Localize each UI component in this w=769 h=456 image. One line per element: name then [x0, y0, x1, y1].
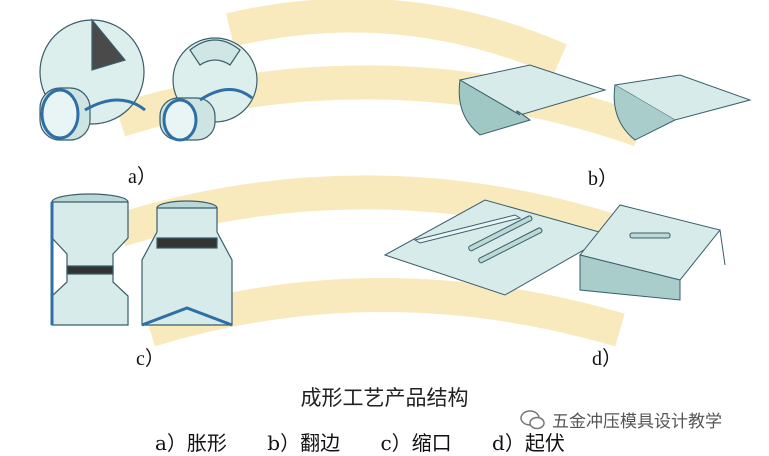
figure-legend: a）胀形 b）翻边 c）缩口 d）起伏	[155, 427, 599, 456]
panel-b-label: b）	[588, 168, 618, 190]
figure-title: 成形工艺产品结构	[300, 386, 469, 410]
legend-item-b: b）翻边	[267, 431, 341, 455]
panel-d-ribbing-figure	[383, 199, 726, 301]
chat-bubble-icon	[520, 409, 545, 429]
panel-c-label: c）	[136, 348, 165, 370]
legend-item-d: d）起伏	[492, 431, 565, 455]
panel-d-label: d）	[592, 348, 622, 370]
legend-item-c: c）缩口	[380, 431, 452, 455]
panel-b-flanging-figure	[458, 64, 752, 141]
panel-a-label: a）	[128, 166, 157, 188]
legend-item-a: a）胀形	[155, 431, 227, 455]
panel-a-bulging-figure	[39, 18, 258, 142]
watermark-text: 五金冲压模具设计教学	[552, 412, 722, 432]
watermark-brand: 五金冲压模具设计教学	[520, 407, 722, 432]
panel-c-necking-figure	[50, 193, 233, 327]
